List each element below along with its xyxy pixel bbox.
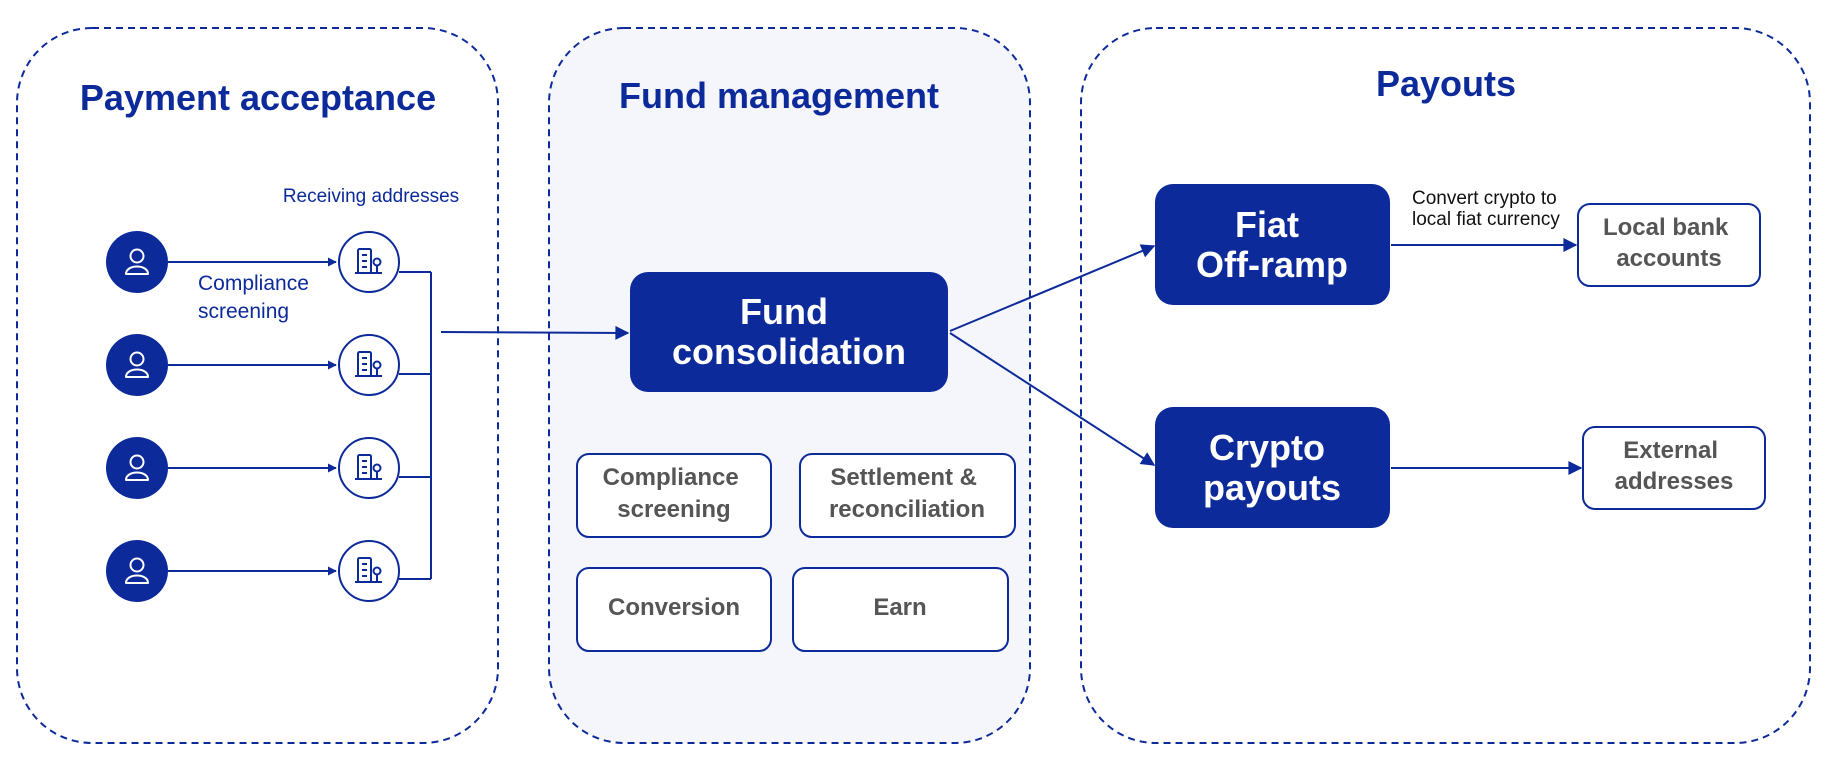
user-row-3 <box>106 437 400 499</box>
receiving-addresses-label: Receiving addresses <box>283 186 459 207</box>
building-icon <box>338 540 400 602</box>
convert-annotation: Convert crypto to local fiat currency <box>1412 188 1562 230</box>
compliance-screening-box-label: Compliance screening <box>603 464 746 523</box>
local-bank-accounts-box <box>1577 203 1761 287</box>
building-icon <box>338 334 400 396</box>
fund-consolidation-label: Fund consolidation <box>672 291 906 372</box>
payment-acceptance-panel <box>16 27 499 744</box>
fiat-offramp-label: Fiat Off-ramp <box>1196 204 1348 285</box>
user-icon <box>106 334 168 396</box>
payment-acceptance-title: Payment acceptance <box>80 77 436 118</box>
building-icon <box>338 437 400 499</box>
arrow-to-fiat <box>949 244 1156 332</box>
fund-consolidation-box <box>630 272 948 392</box>
earn-label: Earn <box>873 594 926 621</box>
crypto-payouts-label: Crypto payouts <box>1203 427 1341 508</box>
payouts-title: Payouts <box>1376 63 1516 104</box>
payouts-panel <box>1080 27 1811 744</box>
crypto-payouts-box <box>1155 407 1390 528</box>
user-icon <box>106 231 168 293</box>
settlement-reconciliation-label: Settlement & reconciliation <box>829 464 985 523</box>
external-addresses-label: External addresses <box>1615 437 1734 495</box>
earn-box <box>792 567 1009 652</box>
conversion-label: Conversion <box>608 594 740 621</box>
user-icon <box>106 540 168 602</box>
arrow-to-consolidation <box>440 325 630 340</box>
fiat-offramp-box <box>1155 184 1390 305</box>
compliance-screening-box <box>576 453 772 538</box>
user-row-4 <box>106 540 400 602</box>
user-row-1 <box>106 231 400 293</box>
fund-management-title: Fund management <box>619 75 939 116</box>
external-addresses-box <box>1582 426 1766 510</box>
user-row-2 <box>106 334 400 396</box>
conversion-box <box>576 567 772 652</box>
settlement-reconciliation-box <box>799 453 1016 538</box>
address-collector-bracket <box>399 271 432 580</box>
compliance-screening-label: Compliance screening <box>198 272 315 323</box>
user-icon <box>106 437 168 499</box>
building-icon <box>338 231 400 293</box>
arrow-to-crypto <box>949 332 1156 466</box>
local-bank-accounts-label: Local bank accounts <box>1603 214 1735 272</box>
